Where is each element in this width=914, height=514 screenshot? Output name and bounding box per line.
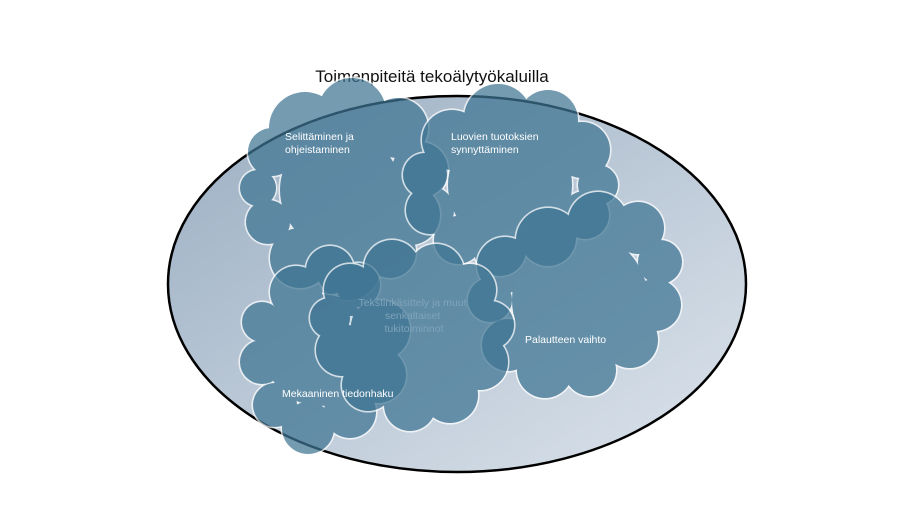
cloud-label-line: synnyttäminen — [451, 144, 519, 156]
cloud-puff — [350, 273, 474, 397]
cloud-puff — [310, 298, 350, 338]
cloud-label-line: Mekaaninen tiedonhaku — [282, 388, 394, 400]
cloud-label-luovien: Luovien tuotoksien synnyttäminen — [451, 131, 542, 156]
labels-layer: Selittäminen ja ohjeistaminen Luovien tu… — [282, 131, 606, 400]
cloud-puff — [280, 130, 400, 250]
cloud-label-palautteen: Palautteen vaihto — [525, 334, 606, 346]
cloud-label-line: Luovien tuotoksien — [451, 131, 539, 143]
cloud-tekstinkasittely — [308, 238, 516, 433]
cloud-label-line: Palautteen vaihto — [525, 334, 606, 346]
cloud-label-mekaaninen: Mekaaninen tiedonhaku — [282, 388, 394, 400]
cloud-puff — [406, 186, 454, 234]
cloud-puff — [246, 200, 290, 244]
cloud-label-line: Selittäminen ja — [285, 131, 354, 143]
cloud-palautteen — [466, 190, 684, 400]
cloud-label-line: senkaltaiset — [385, 310, 441, 322]
cloud-puff — [612, 202, 664, 254]
cloud-puff — [512, 232, 648, 368]
cloud-puff — [240, 170, 276, 206]
cloud-puff — [638, 240, 682, 284]
cloud-puff — [282, 402, 334, 454]
cloud-label-line: tukitoiminnot — [385, 323, 444, 335]
cloud-label-line: ohjeistaminen — [285, 144, 350, 156]
cloud-label-line: Tekstinkäsittely ja muut — [359, 297, 467, 309]
diagram-title: Toimenpiteitä tekoälytyökaluilla — [315, 67, 549, 86]
cloud-label-selittaminen: Selittäminen ja ohjeistaminen — [285, 131, 357, 156]
cloud-puff — [248, 128, 296, 176]
clouds-layer — [238, 76, 684, 456]
cloud-label-tekstinkasittely: Tekstinkäsittely ja muut senkaltaiset tu… — [359, 297, 470, 335]
cloud-puff — [403, 153, 447, 197]
